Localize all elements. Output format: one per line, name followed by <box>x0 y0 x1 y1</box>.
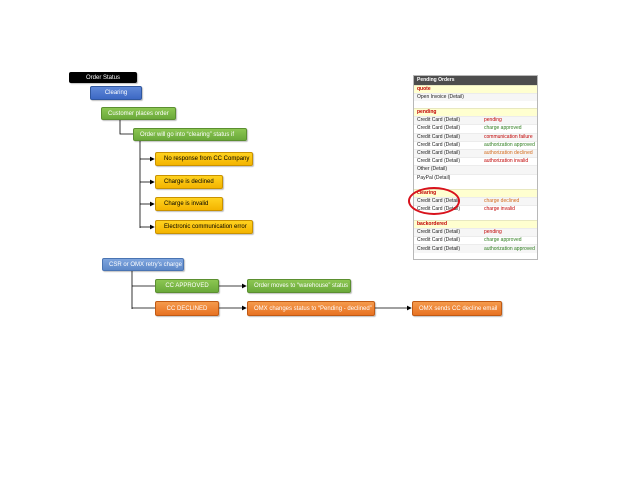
order-row: Credit Card (Detail) authorization approv… <box>414 140 537 149</box>
order-type-link[interactable]: Open Invoice (Detail) <box>417 94 464 101</box>
pending-orders-panel: Pending Orders quote Open Invoice (Detai… <box>413 75 538 260</box>
order-status: charge declined <box>484 197 520 204</box>
order-type-link[interactable]: PayPal (Detail) <box>417 174 451 181</box>
order-type-link[interactable]: Credit Card (Detail) <box>417 237 461 244</box>
no-response-box: No response from CC Company <box>155 152 253 166</box>
order-type-link[interactable]: Credit Card (Detail) <box>417 125 461 132</box>
order-status: pending <box>484 229 502 236</box>
order-status: authorization approved <box>484 245 535 252</box>
csr-retry-box: CSR or OMX retry’s charge <box>102 258 184 271</box>
order-row: Credit Card (Detail) charge approved <box>414 124 537 132</box>
order-clearing-box: Order will go into “clearing” status if <box>133 128 247 141</box>
order-row: Credit Card (Detail) pending <box>414 228 537 237</box>
order-status: charge approved <box>484 237 522 244</box>
order-status-title: Order Status <box>69 72 137 83</box>
section-header: pending <box>414 108 537 117</box>
order-status: pending <box>484 117 502 124</box>
order-type-link[interactable]: Credit Card (Detail) <box>417 150 461 157</box>
clearing-label: Clearing <box>90 86 142 100</box>
order-type-link[interactable]: Credit Card (Detail) <box>417 158 461 165</box>
order-type-link[interactable]: Credit Card (Detail) <box>417 229 461 236</box>
pending-orders-title: Pending Orders <box>414 76 537 85</box>
moves-warehouse-box: Order moves to “warehouse” status <box>247 279 351 293</box>
order-type-link[interactable]: Other (Detail) <box>417 166 448 173</box>
clearing-highlight-circle <box>408 187 460 215</box>
order-status: communication failure <box>484 133 533 140</box>
section-backordered: backordered Credit Card (Detail)pending … <box>414 220 537 253</box>
order-type-link[interactable]: Credit Card (Detail) <box>417 117 461 124</box>
cc-approved-box: CC APPROVED <box>155 279 219 293</box>
order-type-link[interactable]: Credit Card (Detail) <box>417 141 461 148</box>
order-status: charge invalid <box>484 205 515 212</box>
order-row: Credit Card (Detail) charge approved <box>414 236 537 244</box>
section-pending: pending Credit Card (Detail)pending Cred… <box>414 108 537 182</box>
pending-declined-box: OMX changes status to “Pending - decline… <box>247 301 375 316</box>
section-quote: quote Open Invoice (Detail) <box>414 85 537 102</box>
sends-email-box: OMX sends CC decline email <box>412 301 502 316</box>
order-row: Credit Card (Detail) authorization invali… <box>414 157 537 165</box>
order-row: Other (Detail) <box>414 165 537 174</box>
order-status: authorization invalid <box>484 158 529 165</box>
order-row: Credit Card (Detail) pending <box>414 116 537 125</box>
order-row: PayPal (Detail) <box>414 173 537 182</box>
customer-places-order-box: Customer places order <box>101 107 176 120</box>
order-type-link[interactable]: Credit Card (Detail) <box>417 245 461 252</box>
section-header: backordered <box>414 220 537 229</box>
section-header: quote <box>414 85 537 93</box>
order-row: Credit Card (Detail) communication failur… <box>414 132 537 141</box>
charge-declined-box: Charge is declined <box>155 175 223 189</box>
order-status: authorization declined <box>484 150 533 157</box>
order-status: charge approved <box>484 125 522 132</box>
order-status: authorization approved <box>484 141 535 148</box>
charge-invalid-box: Charge is invalid <box>155 197 223 211</box>
cc-declined-box: CC DECLINED <box>155 301 219 316</box>
comm-error-box: Electronic communication error <box>155 220 253 234</box>
order-row: Credit Card (Detail) authorization declin… <box>414 148 537 158</box>
order-type-link[interactable]: Credit Card (Detail) <box>417 133 461 140</box>
order-row: Credit Card (Detail) authorization approv… <box>414 244 537 253</box>
order-row: Open Invoice (Detail) <box>414 93 537 102</box>
